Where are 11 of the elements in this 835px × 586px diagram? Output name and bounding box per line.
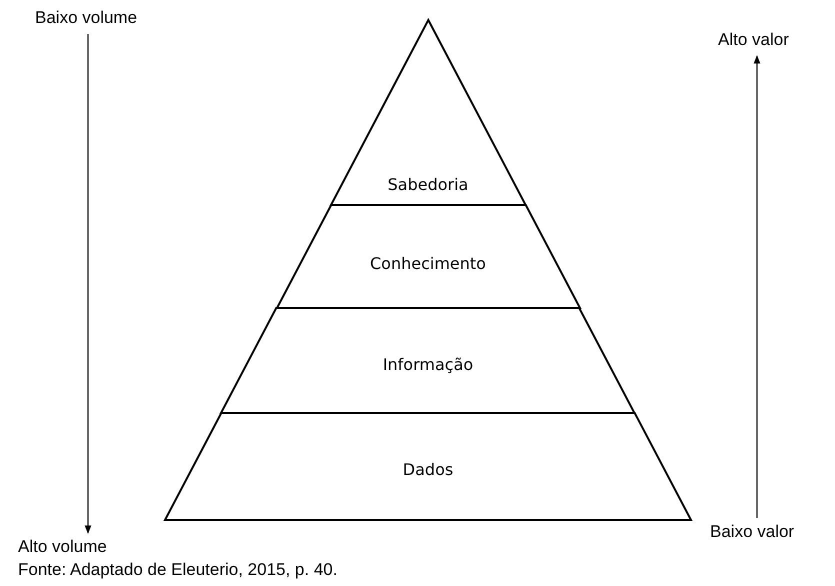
axis-label: Baixo valor — [710, 522, 794, 542]
axis-label: Alto volume — [18, 537, 107, 557]
source-caption: Fonte: Adaptado de Eleuterio, 2015, p. 40. — [18, 560, 338, 580]
level-label: Informação — [382, 355, 474, 374]
level-label: Conhecimento — [369, 254, 487, 273]
arrow — [754, 55, 760, 518]
axis-label: Alto valor — [718, 30, 789, 50]
axis-label: Baixo volume — [35, 8, 138, 28]
arrow — [84, 34, 92, 534]
level-label: Sabedoria — [386, 175, 470, 194]
level-label: Dados — [402, 460, 454, 479]
